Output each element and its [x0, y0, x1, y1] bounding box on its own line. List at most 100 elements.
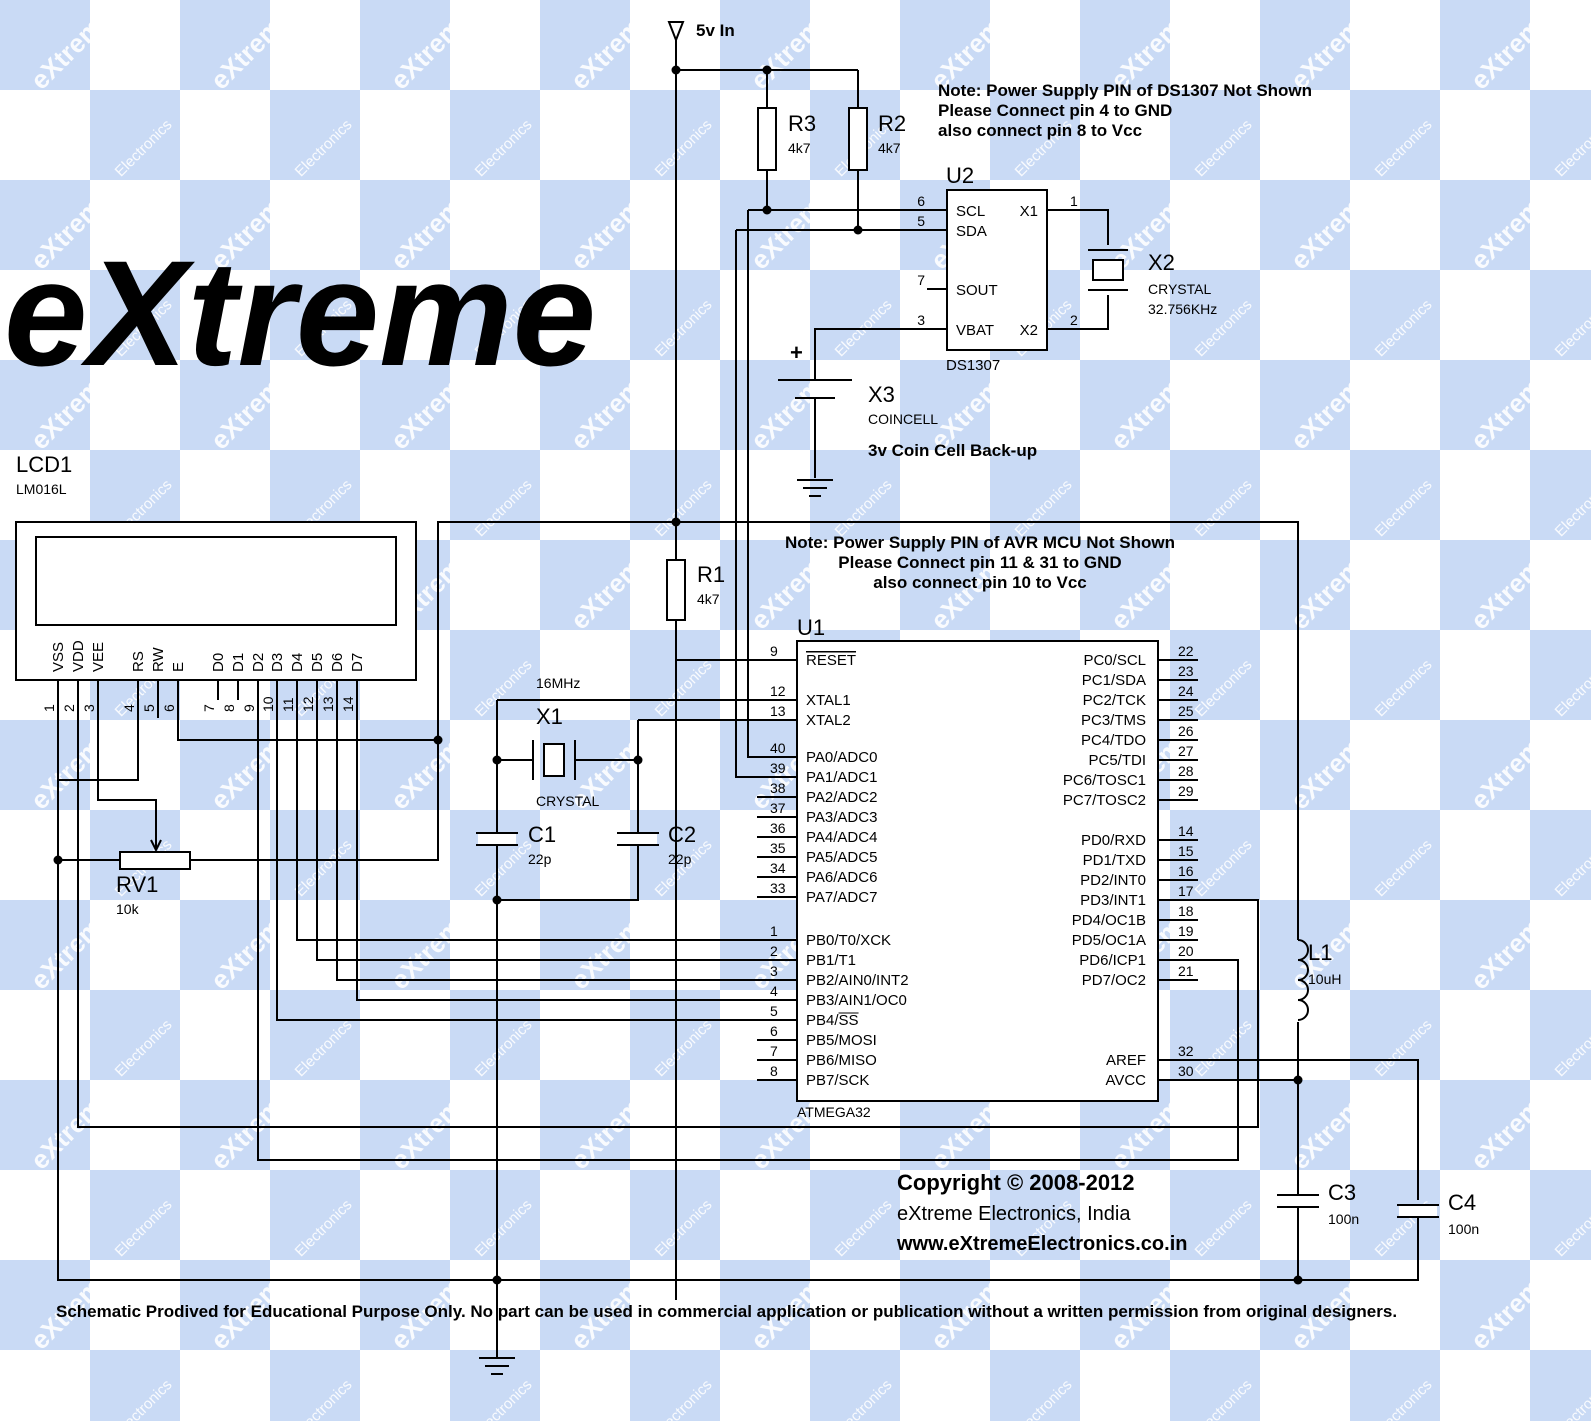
u1-pin-number: 22 [1178, 643, 1194, 659]
lcd-pin-number: 13 [320, 696, 336, 712]
u1-pin-number: 12 [770, 683, 786, 699]
u1-pin-name: PB6/MISO [806, 1052, 877, 1069]
crystal-x1: 16MHz X1 CRYSTAL [532, 675, 599, 809]
svg-text:C4: C4 [1448, 1190, 1476, 1215]
u1-pin-name: PD0/RXD [1081, 832, 1146, 849]
wire-e-pd6 [257, 700, 1239, 1161]
u1-pin-name: PA7/ADC7 [806, 889, 877, 906]
u1-pin-name: PD7/OC2 [1082, 972, 1146, 989]
svg-text:R1: R1 [697, 562, 725, 587]
svg-text:RV1: RV1 [116, 872, 158, 897]
u1-pin-name: PC6/TOSC1 [1063, 772, 1146, 789]
lcd-pins: VSS1VDD2VEE3RS4RW5E6D07D18D29D310D411D51… [41, 640, 366, 712]
svg-text:SCL: SCL [956, 203, 985, 220]
wire-d5 [316, 700, 797, 961]
u1-pin-name: PD5/OC1A [1072, 932, 1146, 949]
svg-text:Note: Power Supply PIN of DS13: Note: Power Supply PIN of DS1307 Not Sho… [938, 81, 1312, 100]
ground-coincell [797, 479, 833, 497]
lcd-pin-number: 4 [121, 704, 137, 712]
svg-text:R3: R3 [788, 111, 816, 136]
u1-pin-number: 17 [1178, 883, 1194, 899]
wire-vee-rv1 [97, 700, 157, 848]
lcd-pin-number: 12 [300, 696, 316, 712]
svg-text:X3: X3 [868, 382, 895, 407]
u1-pin-number: 5 [770, 1003, 778, 1019]
u1-pin-name: PB3/AIN1/OC0 [806, 992, 907, 1009]
u1-pin-number: 14 [1178, 823, 1194, 839]
note-avr: Note: Power Supply PIN of AVR MCU Not Sh… [785, 533, 1175, 592]
wire-d7 [356, 700, 797, 1001]
ic-u2-ds1307: U2 DS1307 6 5 7 3 SCL SDA SOUT VBAT 1 2 … [917, 163, 1090, 374]
u1-pin-number: 23 [1178, 663, 1194, 679]
u1-pin-name: PB5/MOSI [806, 1032, 877, 1049]
svg-text:DS1307: DS1307 [946, 357, 1000, 374]
u1-pin-name: PC5/TDI [1088, 752, 1146, 769]
ground-main [479, 1357, 515, 1375]
lcd-pin-number: 2 [61, 704, 77, 712]
lcd-pin-number: 8 [221, 704, 237, 712]
svg-text:X2: X2 [1020, 322, 1038, 339]
u1-pin-name: PB4/SS [806, 1012, 859, 1029]
u1-pin-name: PD2/INT0 [1080, 872, 1146, 889]
u1-pin-number: 18 [1178, 903, 1194, 919]
svg-text:L1: L1 [1308, 940, 1332, 965]
wire-gnd-bottom [57, 700, 1419, 1281]
svg-text:1: 1 [1070, 193, 1078, 209]
u1-pin-number: 20 [1178, 943, 1194, 959]
svg-text:VBAT: VBAT [956, 322, 994, 339]
wire-x2-top [1090, 209, 1109, 245]
u1-pin-name: PA0/ADC0 [806, 749, 877, 766]
lcd-pin-name: RS [130, 651, 147, 672]
u1-pin-name: PC1/SDA [1082, 672, 1146, 689]
note-ds1307: Note: Power Supply PIN of DS1307 Not Sho… [938, 81, 1312, 140]
svg-text:10k: 10k [116, 901, 140, 917]
power-5v-symbol: 5v In [667, 21, 735, 43]
u1-pin-name: PB7/SCK [806, 1072, 869, 1089]
u1-pin-number: 24 [1178, 683, 1194, 699]
potentiometer-rv1: RV1 10k [116, 839, 191, 917]
u1-right-pins: 22PC0/SCL23PC1/SDA24PC2/TCK25PC3/TMS26PC… [1063, 643, 1198, 1089]
u1-pin-number: 19 [1178, 923, 1194, 939]
svg-text:Please Connect pin 4 to GND: Please Connect pin 4 to GND [938, 101, 1172, 120]
svg-text:7: 7 [917, 272, 925, 288]
u1-pin-number: 30 [1178, 1063, 1194, 1079]
u1-pin-number: 35 [770, 840, 786, 856]
u1-pin-number: 9 [770, 643, 778, 659]
svg-text:22p: 22p [528, 851, 552, 867]
lcd-pin-number: 10 [260, 696, 276, 712]
svg-text:ATMEGA32: ATMEGA32 [797, 1104, 871, 1120]
lcd-pin-name: D0 [210, 653, 227, 672]
u1-pin-number: 28 [1178, 763, 1194, 779]
wire-aref [1158, 1059, 1419, 1200]
resistor-r3: R3 4k7 [757, 107, 816, 171]
u1-pin-name: PD6/ICP1 [1079, 952, 1146, 969]
u1-pin-number: 6 [770, 1023, 778, 1039]
u1-pin-name: PC3/TMS [1081, 712, 1146, 729]
u1-pin-name: AREF [1106, 1052, 1146, 1069]
copyright-block: Copyright © 2008-2012 eXtreme Electronic… [896, 1170, 1187, 1255]
svg-text:LCD1: LCD1 [16, 452, 72, 477]
wire-e [177, 700, 438, 741]
u1-pin-name: PC7/TOSC2 [1063, 792, 1146, 809]
svg-text:10uH: 10uH [1308, 971, 1341, 987]
resistor-r2: R2 4k7 [848, 107, 906, 171]
u1-pin-number: 16 [1178, 863, 1194, 879]
lcd-pin-name: D3 [269, 653, 286, 672]
u1-pin-number: 39 [770, 760, 786, 776]
u1-pin-number: 7 [770, 1043, 778, 1059]
lcd-pin-number: 11 [280, 697, 296, 712]
u1-pin-name: XTAL2 [806, 712, 851, 729]
svg-text:X2: X2 [1148, 250, 1175, 275]
svg-text:4k7: 4k7 [878, 140, 901, 156]
svg-text:100n: 100n [1328, 1211, 1359, 1227]
svg-text:SDA: SDA [956, 223, 987, 240]
u1-pin-name: PD1/TXD [1083, 852, 1147, 869]
u1-pin-name: RESET [806, 652, 856, 669]
u1-pin-name: PC4/TDO [1081, 732, 1146, 749]
u1-pin-number: 25 [1178, 703, 1194, 719]
svg-text:Please Connect pin 11 & 31 to: Please Connect pin 11 & 31 to GND [838, 553, 1121, 572]
u1-pin-number: 27 [1178, 743, 1194, 759]
u1-pin-name: PA1/ADC1 [806, 769, 877, 786]
